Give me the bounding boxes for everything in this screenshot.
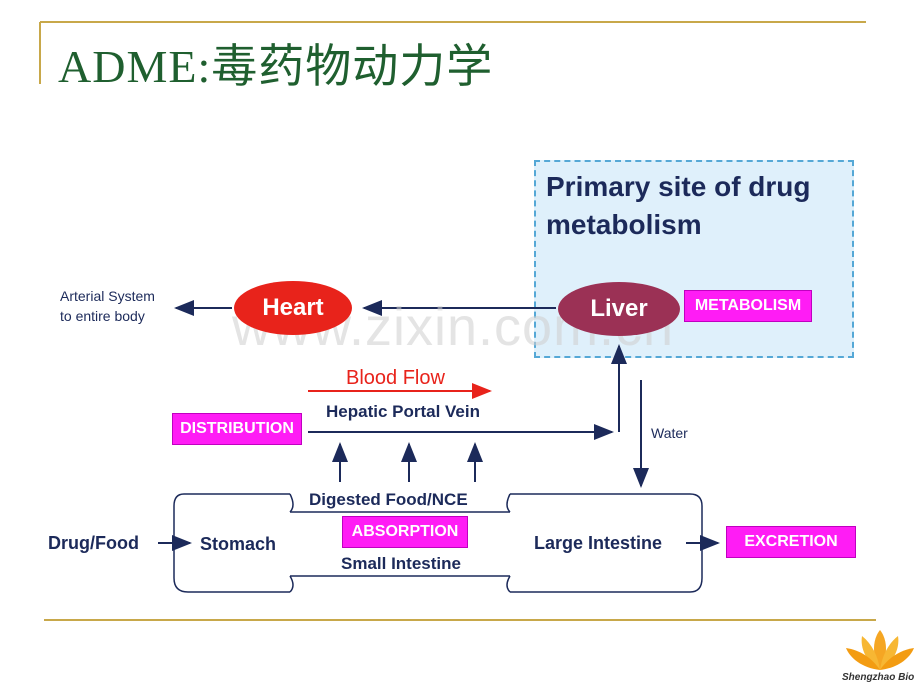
lotus-logo-icon <box>846 630 914 670</box>
arterial-line-2: to entire body <box>60 308 145 324</box>
heart-node: Heart <box>234 281 352 335</box>
drug-food-label: Drug/Food <box>48 533 139 553</box>
arterial-line-1: Arterial System <box>60 288 155 304</box>
excretion-tag: EXCRETION <box>726 526 856 558</box>
blood-flow-label: Blood Flow <box>346 367 445 389</box>
absorption-tag: ABSORPTION <box>342 516 468 548</box>
hepatic-portal-vein-label: Hepatic Portal Vein <box>326 402 480 421</box>
small-intestine-label: Small Intestine <box>341 554 461 573</box>
stomach-label: Stomach <box>200 534 277 554</box>
slide-title: ADME:毒药物动力学 <box>58 41 494 92</box>
arterial-system-label: Arterial System to entire body <box>60 286 155 326</box>
digested-food-label: Digested Food/NCE <box>309 490 468 509</box>
distribution-tag: DISTRIBUTION <box>172 413 302 445</box>
logo-text: Shengzhao Bio <box>842 672 915 683</box>
liver-node: Liver <box>558 282 680 336</box>
metabolism-tag: METABOLISM <box>684 290 812 322</box>
large-intestine-label: Large Intestine <box>534 533 663 553</box>
primary-site-label: Primary site of drug metabolism <box>546 171 811 240</box>
water-label: Water <box>651 425 688 441</box>
